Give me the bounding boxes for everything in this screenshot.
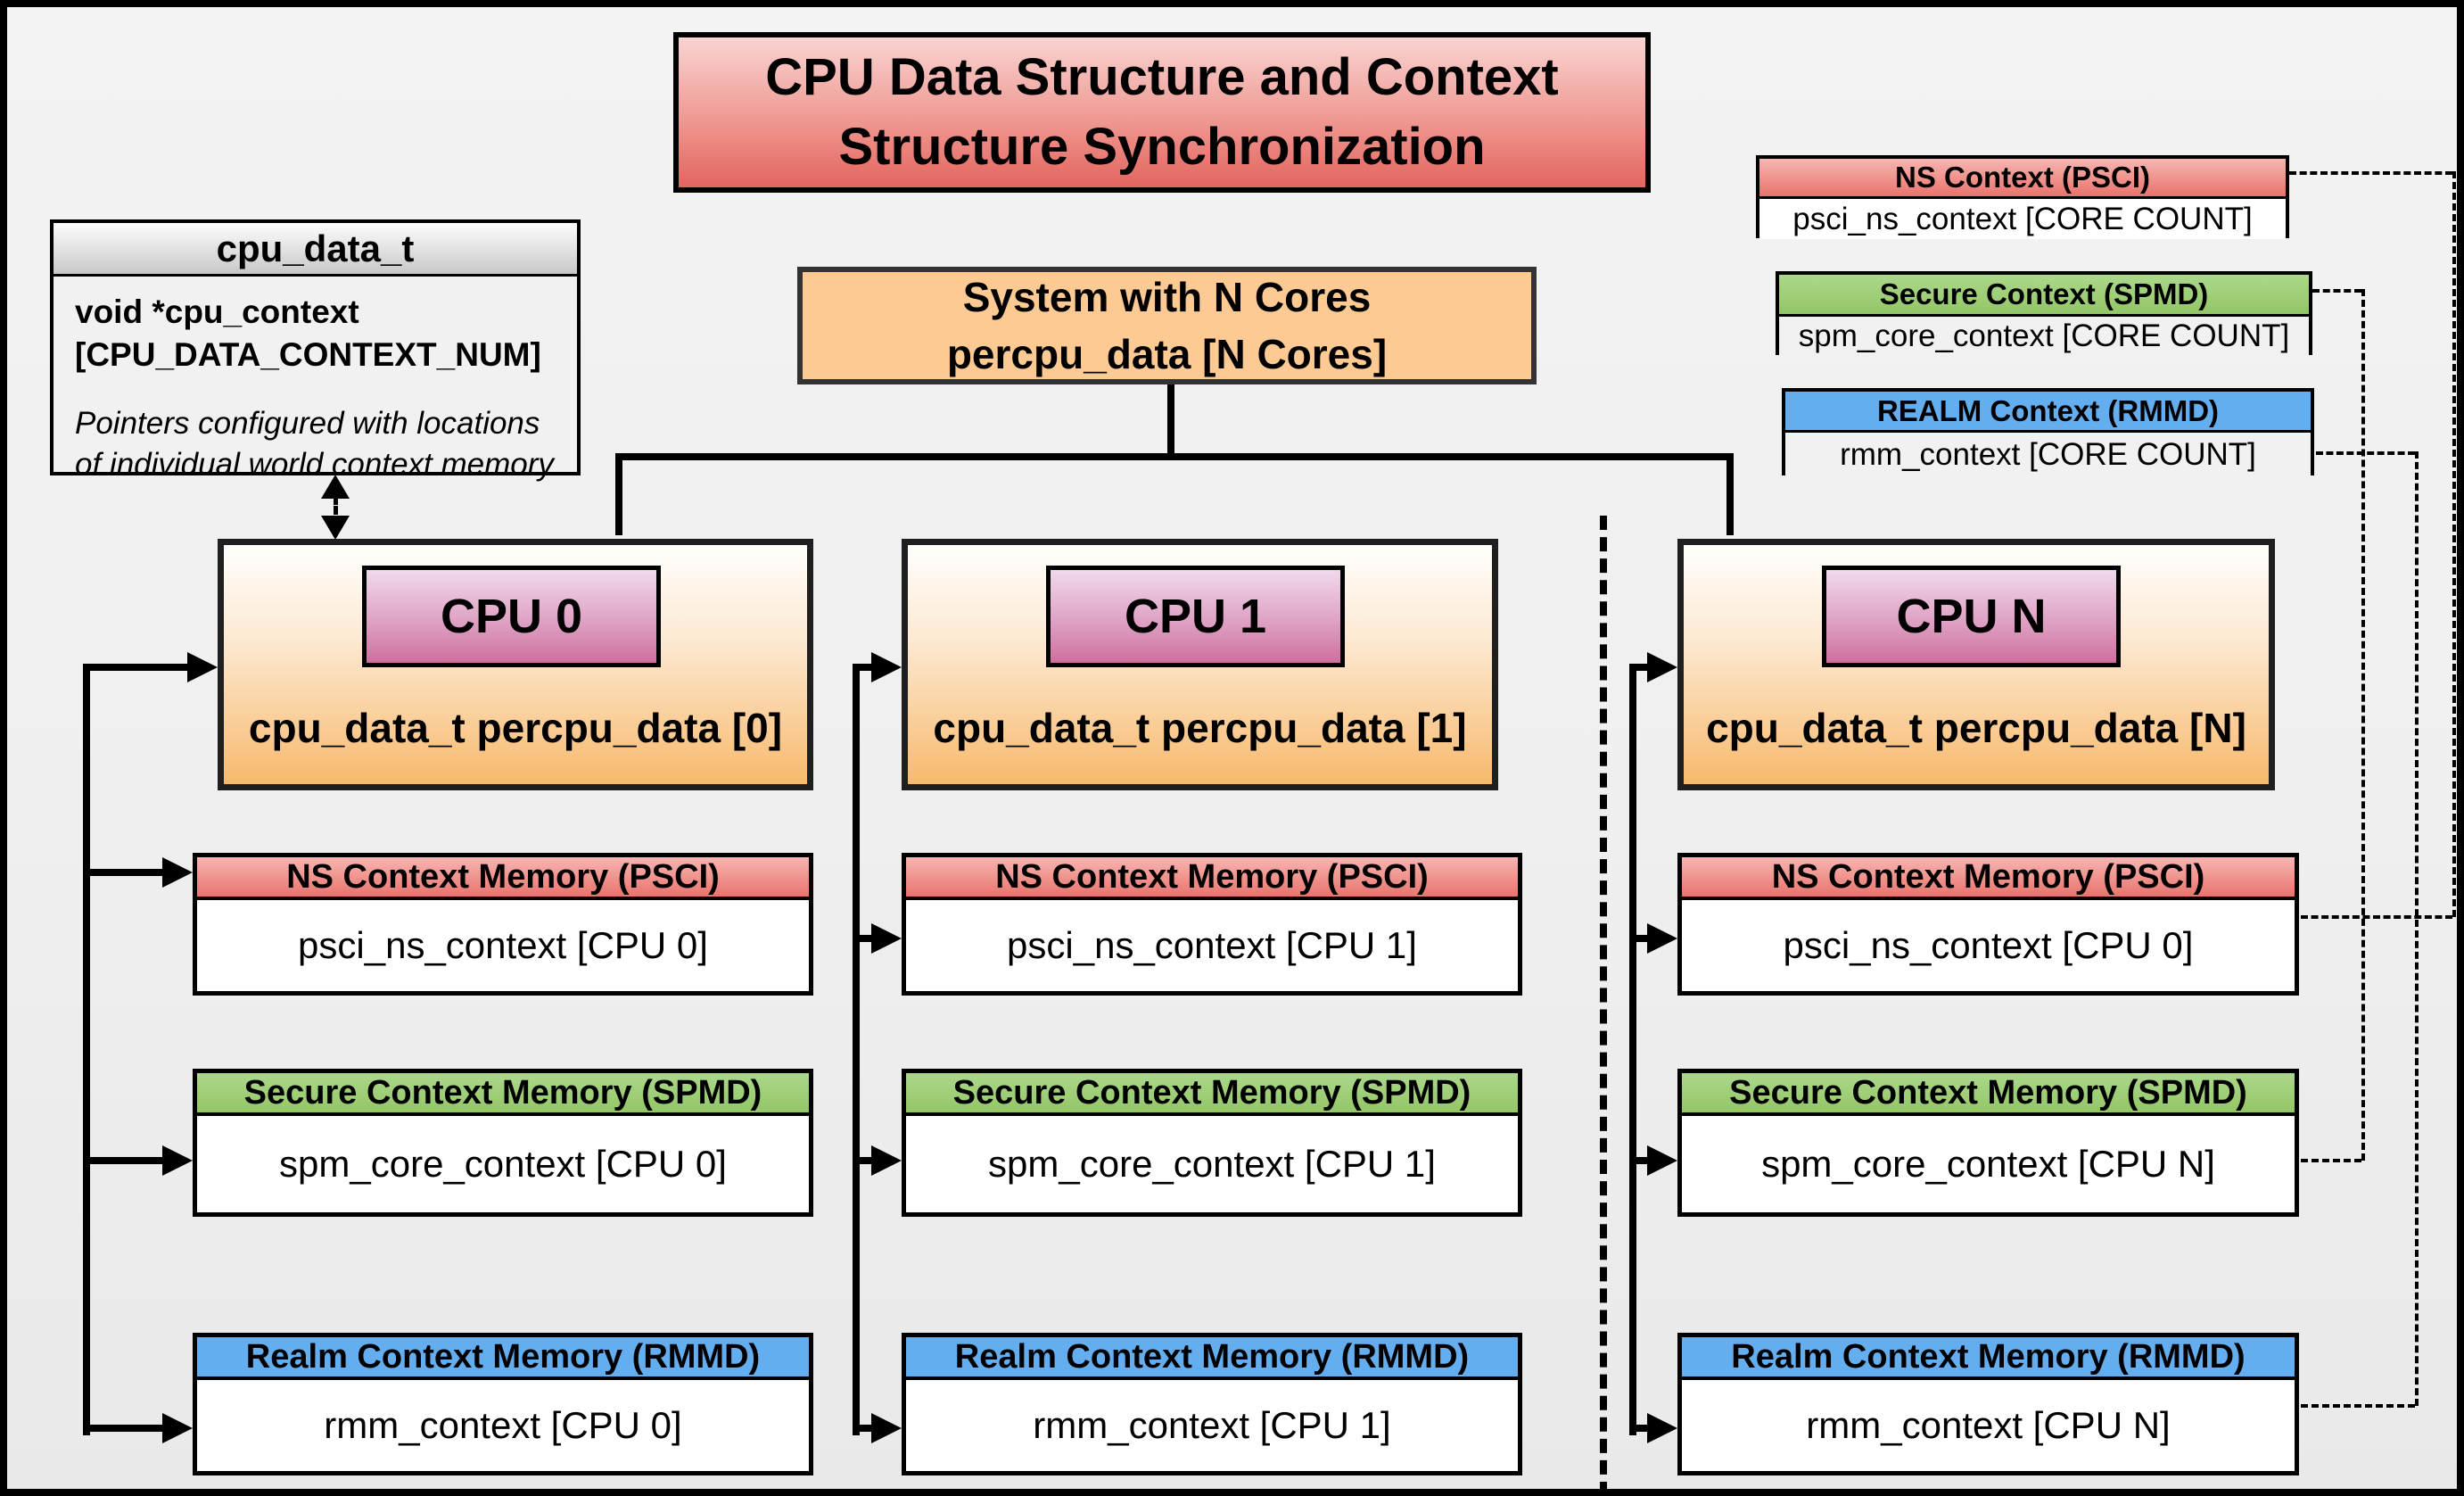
cpu1-secure-memory-body: spm_core_context [CPU 1] [988, 1143, 1436, 1185]
system-box: System with N Cores percpu_data [N Cores… [797, 267, 1537, 384]
cpun-box: CPU N cpu_data_t percpu_data [N] [1677, 539, 2275, 790]
cpu1-ns-memory-body: psci_ns_context [CPU 1] [1007, 924, 1417, 966]
cpu0-ns-memory-header: NS Context Memory (PSCI) [197, 857, 809, 900]
cpu1-realm-memory-header: Realm Context Memory (RMMD) [906, 1337, 1518, 1380]
cpu-data-t-header: cpu_data_t [54, 223, 577, 277]
legend-secure-header: Secure Context (SPMD) [1779, 275, 2309, 317]
cpu0-arrow2-stem [83, 869, 166, 876]
legend-secure-context: Secure Context (SPMD) spm_core_context [… [1776, 271, 2312, 356]
cpun-realm-memory-box: Realm Context Memory (RMMD) rmm_context … [1677, 1333, 2299, 1475]
cpu1-arrow1-right-icon [871, 652, 902, 682]
cpun-arrow4-stem [1629, 1425, 1652, 1432]
cpu1-data-label: cpu_data_t percpu_data [1] [933, 705, 1467, 751]
cpun-arrow3-stem [1629, 1157, 1652, 1164]
cpu0-bus-line [83, 664, 90, 1435]
cpu1-realm-memory-body: rmm_context [CPU 1] [1033, 1404, 1391, 1446]
cpun-ns-memory-body: psci_ns_context [CPU 0] [1783, 924, 2194, 966]
cpu1-secure-memory-header: Secure Context Memory (SPMD) [906, 1073, 1518, 1116]
arrow-down-icon [321, 516, 350, 540]
cpu0-arrow3-right-icon [162, 1145, 193, 1176]
cpu1-ns-memory-box: NS Context Memory (PSCI) psci_ns_context… [902, 853, 1522, 996]
cpu1-arrow4-right-icon [871, 1413, 902, 1443]
cpun-bus-line [1629, 664, 1636, 1435]
legend-secure-body: spm_core_context [CORE COUNT] [1779, 317, 2309, 356]
cpu0-ns-memory-box: NS Context Memory (PSCI) psci_ns_context… [193, 853, 813, 996]
cpu-data-t-note: Pointers configured with locations of in… [75, 406, 554, 482]
legend-realm-body: rmm_context [CORE COUNT] [1785, 433, 2311, 476]
cpu0-data-label: cpu_data_t percpu_data [0] [248, 705, 783, 751]
cpu0-arrow4-right-icon [162, 1413, 193, 1443]
diagram-title-text: CPU Data Structure and Context Structure… [765, 47, 1559, 176]
column-separator-dashed-line [1600, 516, 1607, 1489]
system-stem-line [1167, 384, 1174, 460]
arrow-up-icon [321, 475, 350, 499]
cpun-secure-memory-header: Secure Context Memory (SPMD) [1682, 1073, 2295, 1116]
cpun-realm-memory-header: Realm Context Memory (RMMD) [1682, 1337, 2295, 1380]
ns-vertical-dashed-line [2452, 171, 2456, 917]
cpu0-secure-memory-body: spm_core_context [CPU 0] [279, 1143, 727, 1185]
cpu0-arrow2-right-icon [162, 857, 193, 888]
ns-legend-dashed-line [2289, 171, 2452, 175]
system-box-line1: System with N Cores [962, 273, 1372, 320]
cpu0-realm-memory-box: Realm Context Memory (RMMD) rmm_context … [193, 1333, 813, 1475]
bus-drop-cpun-line [1726, 453, 1734, 535]
cpun-arrow1-right-icon [1647, 652, 1677, 682]
cpu0-arrow4-stem [83, 1425, 166, 1432]
cpun-arrow2-stem [1629, 935, 1652, 942]
legend-realm-context: REALM Context (RMMD) rmm_context [CORE C… [1782, 388, 2314, 476]
cpu1-arrow3-right-icon [871, 1145, 902, 1176]
ns-row-dashed-line [2301, 915, 2452, 919]
cpu0-arrow3-stem [83, 1157, 166, 1164]
cpun-arrow3-right-icon [1647, 1145, 1677, 1176]
cpu1-arrow3-stem [853, 1157, 877, 1164]
cpu-data-t-field: void *cpu_context [CPU_DATA_CONTEXT_NUM] [75, 293, 541, 374]
legend-ns-context: NS Context (PSCI) psci_ns_context [CORE … [1756, 155, 2289, 239]
cpu0-arrow1-right-icon [187, 652, 218, 682]
secure-legend-dashed-line [2312, 289, 2361, 293]
cpun-data-label: cpu_data_t percpu_data [N] [1706, 705, 2246, 751]
cpu1-arrow2-right-icon [871, 923, 902, 954]
secure-vertical-dashed-line [2361, 289, 2365, 1161]
secure-row-dashed-line [2301, 1159, 2361, 1162]
realm-legend-dashed-line [2316, 451, 2415, 455]
cpu1-arrow1-stem [853, 664, 877, 671]
cpun-ns-memory-box: NS Context Memory (PSCI) psci_ns_context… [1677, 853, 2299, 996]
cpu1-bus-line [853, 664, 860, 1435]
cpu1-ns-memory-header: NS Context Memory (PSCI) [906, 857, 1518, 900]
diagram-title: CPU Data Structure and Context Structure… [673, 32, 1651, 193]
cpu0-ns-memory-body: psci_ns_context [CPU 0] [298, 924, 708, 966]
cpu0-badge: CPU 0 [362, 566, 661, 667]
pointer-dashed-line [334, 496, 338, 525]
cpun-ns-memory-header: NS Context Memory (PSCI) [1682, 857, 2295, 900]
cpun-arrow2-right-icon [1647, 923, 1677, 954]
cpu0-arrow1-stem [83, 664, 191, 671]
cpun-secure-memory-body: spm_core_context [CPU N] [1761, 1143, 2215, 1185]
realm-row-dashed-line [2301, 1404, 2415, 1408]
cpu0-secure-memory-box: Secure Context Memory (SPMD) spm_core_co… [193, 1069, 813, 1217]
bus-drop-cpu0-line [615, 453, 622, 535]
cpu0-realm-memory-header: Realm Context Memory (RMMD) [197, 1337, 809, 1380]
cpu1-secure-memory-box: Secure Context Memory (SPMD) spm_core_co… [902, 1069, 1522, 1217]
system-box-line2: percpu_data [N Cores] [946, 331, 1388, 377]
cpun-badge: CPU N [1822, 566, 2121, 667]
cpu1-arrow2-stem [853, 935, 877, 942]
cpu0-realm-memory-body: rmm_context [CPU 0] [324, 1404, 682, 1446]
cpu1-box: CPU 1 cpu_data_t percpu_data [1] [902, 539, 1498, 790]
realm-vertical-dashed-line [2415, 451, 2419, 1406]
cpu0-secure-memory-header: Secure Context Memory (SPMD) [197, 1073, 809, 1116]
legend-ns-header: NS Context (PSCI) [1759, 159, 2286, 199]
cpu1-arrow4-stem [853, 1425, 877, 1432]
cpun-arrow4-right-icon [1647, 1413, 1677, 1443]
cpun-secure-memory-box: Secure Context Memory (SPMD) spm_core_co… [1677, 1069, 2299, 1217]
cpun-realm-memory-body: rmm_context [CPU N] [1806, 1404, 2171, 1446]
cpu0-box: CPU 0 cpu_data_t percpu_data [0] [218, 539, 813, 790]
distribution-bus-line [615, 453, 1734, 460]
cpu-data-t-struct-box: cpu_data_t void *cpu_context [CPU_DATA_C… [50, 219, 581, 482]
cpun-arrow1-stem [1629, 664, 1652, 671]
legend-ns-body: psci_ns_context [CORE COUNT] [1759, 199, 2286, 239]
cpu1-badge: CPU 1 [1046, 566, 1345, 667]
legend-realm-header: REALM Context (RMMD) [1785, 392, 2311, 433]
cpu1-realm-memory-box: Realm Context Memory (RMMD) rmm_context … [902, 1333, 1522, 1475]
